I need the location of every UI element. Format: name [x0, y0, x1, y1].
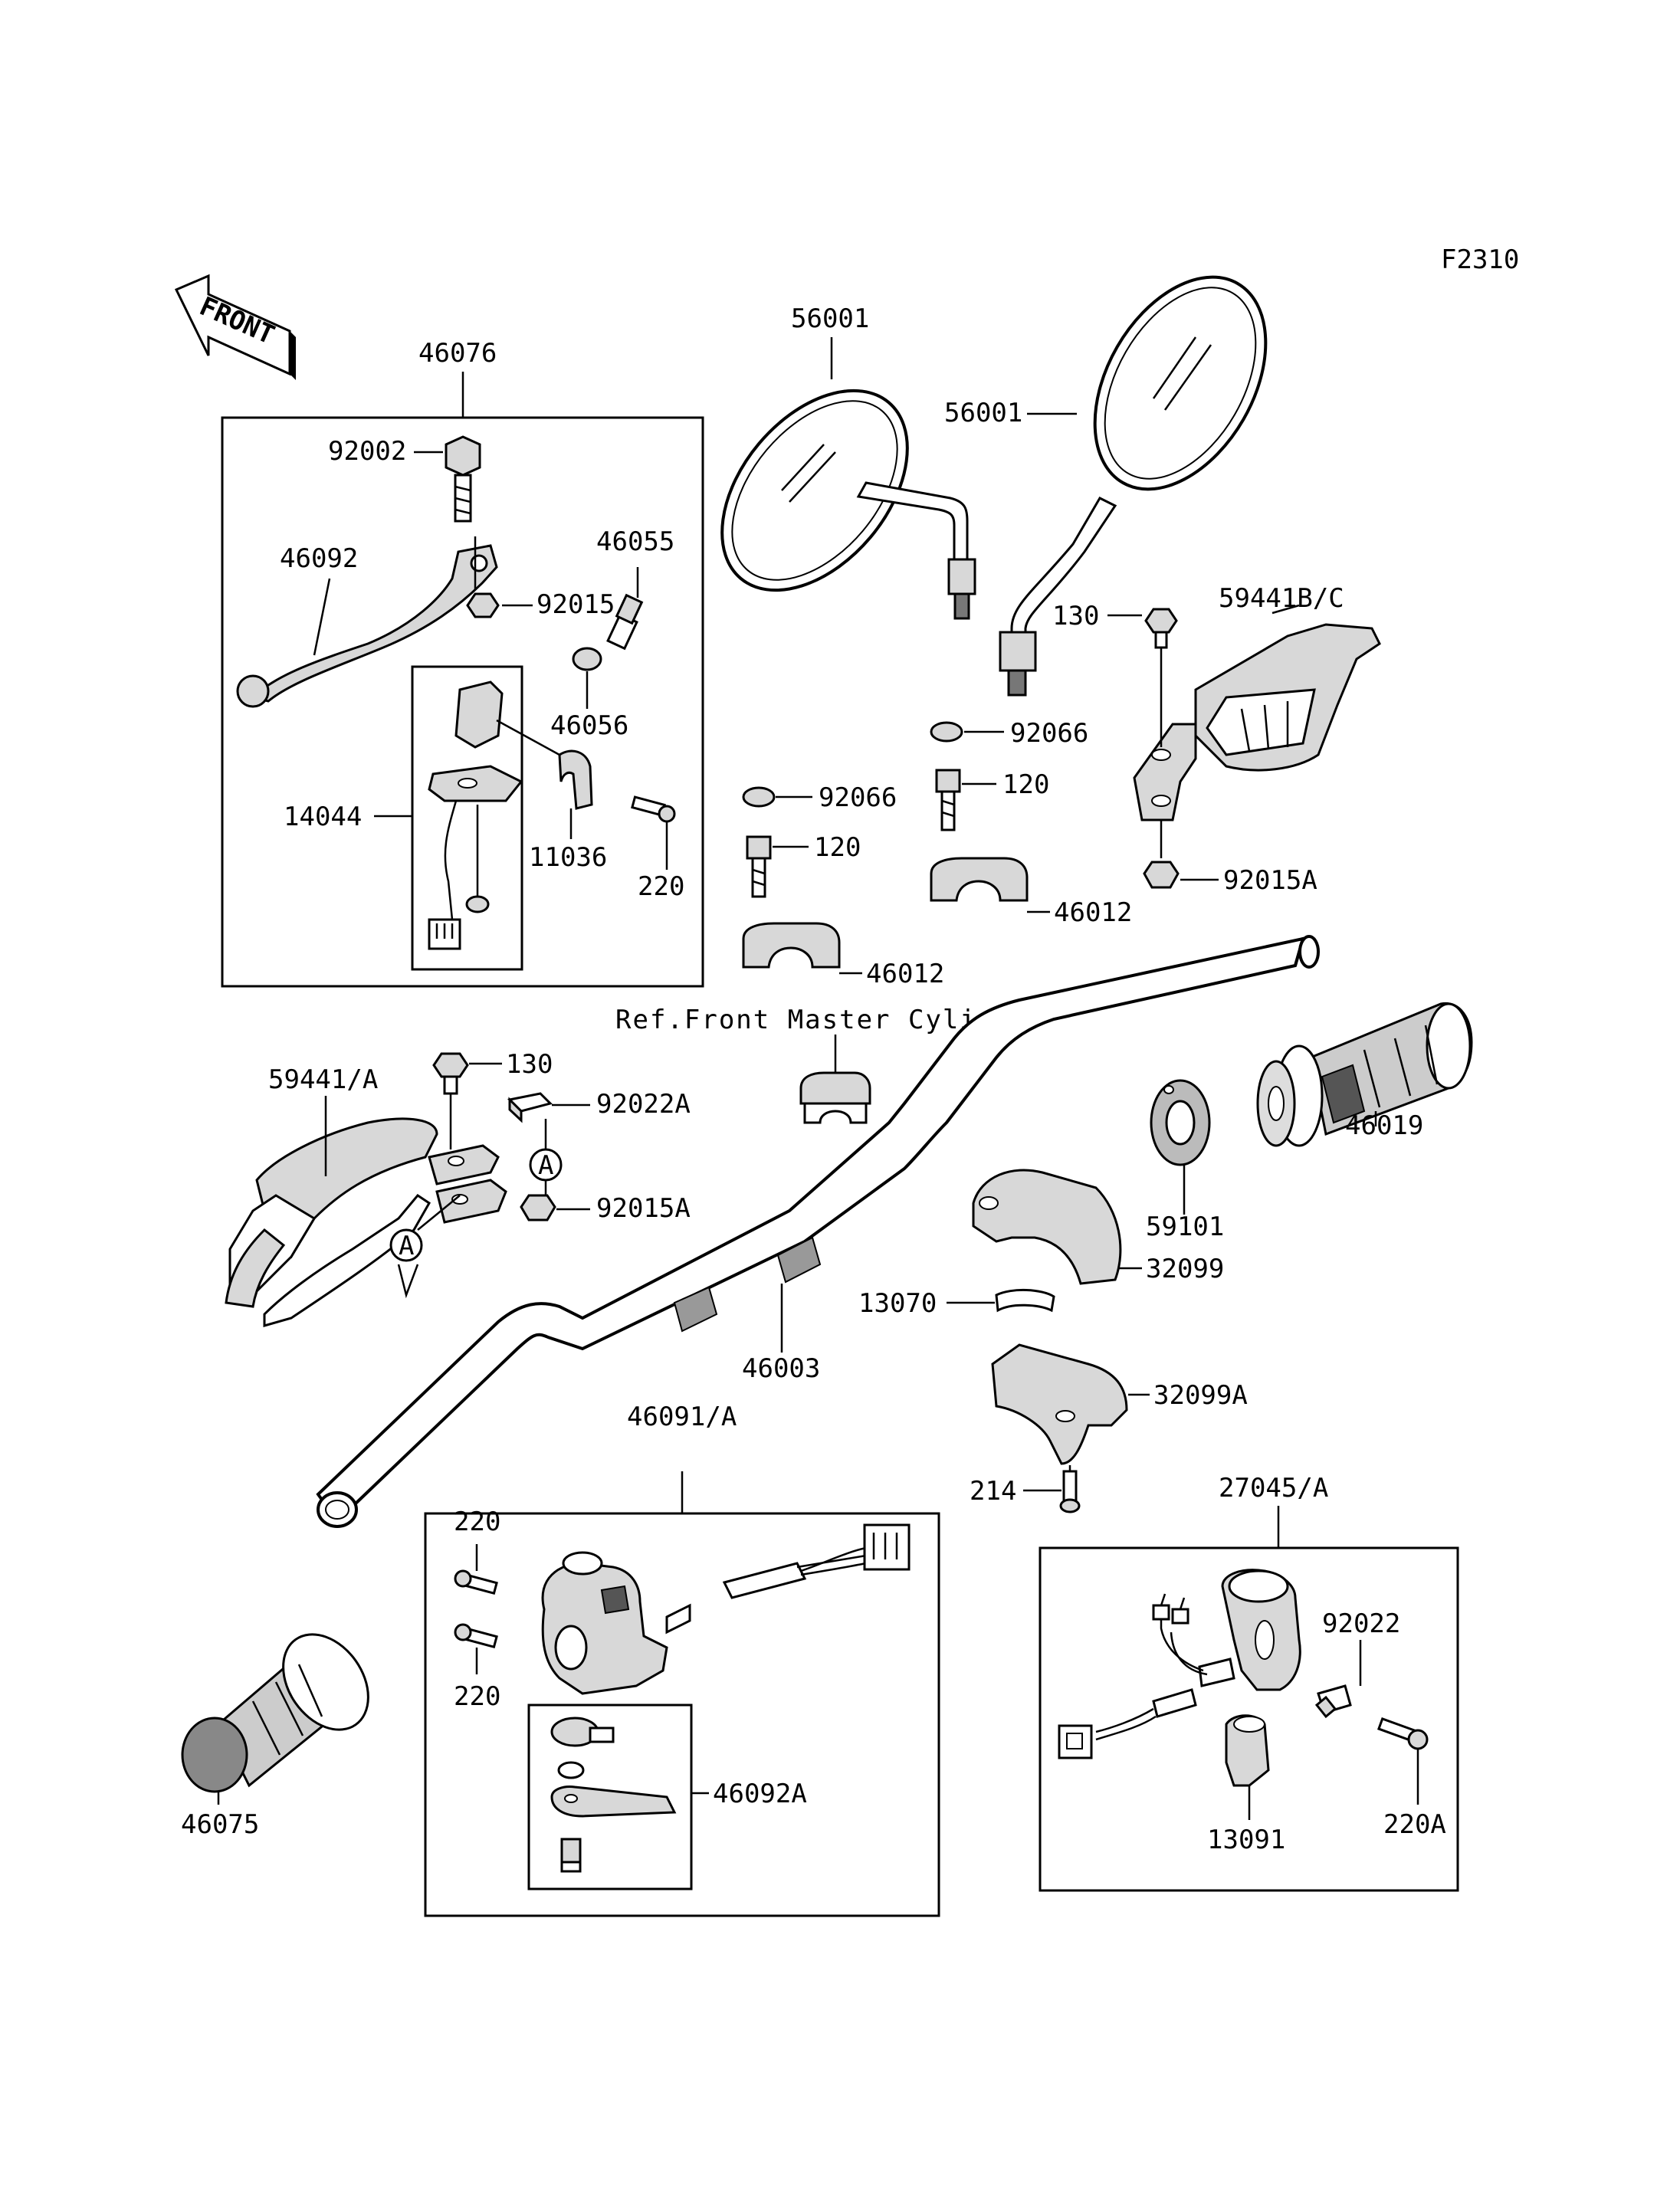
switch-box-46091a [424, 1512, 940, 1917]
callout-11036: 11036 [529, 842, 607, 873]
front-arrow-icon: FRONT [174, 274, 296, 380]
locknut-46056 [572, 647, 602, 671]
cable-insert-13070 [995, 1288, 1055, 1313]
screw-220-switch-bottom [454, 1623, 498, 1649]
callout-220-switch-top: 220 [454, 1507, 500, 1537]
washer-92066-left [742, 786, 776, 808]
callout-46012-right: 46012 [1054, 897, 1132, 928]
washer-92066-right [930, 721, 963, 743]
handlebar-clamp-46012-left [742, 922, 841, 969]
callout-92022a: 92022A [596, 1089, 691, 1120]
clutch-lever-46092 [236, 544, 498, 708]
callout-46003: 46003 [742, 1353, 820, 1384]
nut-92015a-right [1143, 861, 1180, 889]
switch-box-27045a [1039, 1546, 1459, 1892]
callout-46056: 46056 [550, 710, 628, 741]
callout-46012-left: 46012 [866, 959, 944, 989]
callout-14044: 14044 [284, 802, 362, 832]
clutch-lever-assembly [221, 372, 704, 988]
switch-assembly-46091a [424, 1471, 940, 1917]
svg-text:A: A [538, 1150, 553, 1181]
master-cylinder-clamp-ref [799, 1071, 871, 1105]
sub-box-46092a [527, 1703, 693, 1890]
callout-130-left: 130 [506, 1049, 553, 1080]
switch-sub-box [411, 665, 523, 971]
callout-59101: 59101 [1146, 1212, 1224, 1242]
throttle-grip-46019 [1256, 1002, 1473, 1147]
callout-92015a-right: 92015A [1223, 865, 1317, 896]
callout-214: 214 [970, 1476, 1016, 1507]
bolt-130-left [432, 1052, 469, 1095]
callout-46019: 46019 [1345, 1110, 1423, 1141]
callout-120-right: 120 [1002, 769, 1049, 800]
screw-214 [1059, 1470, 1081, 1513]
adjuster-bolt-92002 [445, 435, 481, 523]
nut-92015 [466, 592, 500, 618]
mirror-right-56001 [999, 275, 1268, 697]
callout-46092: 46092 [280, 543, 358, 574]
handlebar-46003 [316, 935, 1320, 1528]
bolt-120-left [746, 835, 772, 898]
handlebar-clamp-46012-right [930, 857, 1029, 902]
callout-46075: 46075 [181, 1809, 259, 1840]
callout-92015: 92015 [536, 589, 615, 620]
callout-120-left: 120 [814, 832, 861, 863]
throttle-case-32099 [972, 1169, 1122, 1285]
callout-46055: 46055 [596, 526, 674, 557]
callout-92066-left: 92066 [819, 782, 897, 813]
callout-92022: 92022 [1322, 1608, 1400, 1639]
detail-marker-a-right: A [529, 1148, 563, 1182]
callout-220-lever: 220 [638, 871, 684, 902]
callout-27045a: 27045/A [1219, 1473, 1328, 1503]
figure-code: F2310 [1441, 244, 1519, 275]
callout-59441a: 59441/A [268, 1064, 378, 1095]
nut-92015a-left [520, 1194, 556, 1221]
callout-56001-right: 56001 [944, 398, 1022, 428]
svg-text:A: A [399, 1231, 414, 1261]
grip-left-46075 [181, 1633, 369, 1793]
handguard-right-59441bc [1133, 623, 1381, 821]
detail-marker-a-left: A [389, 1228, 423, 1299]
bolt-120-right [935, 769, 961, 831]
callout-32099: 32099 [1146, 1254, 1224, 1284]
callout-56001-left: 56001 [791, 303, 869, 334]
bolt-130-right [1144, 608, 1178, 649]
callout-92015a-left: 92015A [596, 1193, 691, 1224]
callout-46091a: 46091/A [627, 1402, 737, 1432]
callout-59441bc: 59441B/C [1219, 583, 1344, 614]
callout-220a: 220A [1383, 1809, 1446, 1840]
callout-13091: 13091 [1207, 1825, 1285, 1855]
lever-bracket-14044 [428, 680, 523, 950]
callout-46076: 46076 [418, 338, 497, 369]
throttle-case-32099a [991, 1343, 1128, 1465]
callout-46092a: 46092A [713, 1779, 807, 1809]
callout-92002: 92002 [328, 436, 406, 467]
callout-220-switch-bottom: 220 [454, 1681, 500, 1712]
mirror-left-56001 [720, 389, 976, 620]
callout-32099a: 32099A [1153, 1380, 1248, 1411]
handguard-left-59441a [225, 1117, 507, 1327]
throttle-pulley-59101 [1150, 1079, 1211, 1166]
screw-220-lever [631, 795, 676, 823]
adjuster-46055 [606, 593, 644, 651]
screw-220-switch-top [454, 1569, 498, 1595]
stop-switch-assembly-27045a [1039, 1506, 1459, 1892]
callout-13070: 13070 [858, 1288, 937, 1319]
clamp-11036 [558, 749, 593, 810]
callout-92066-right: 92066 [1010, 718, 1088, 749]
callout-130-right: 130 [1052, 601, 1099, 631]
